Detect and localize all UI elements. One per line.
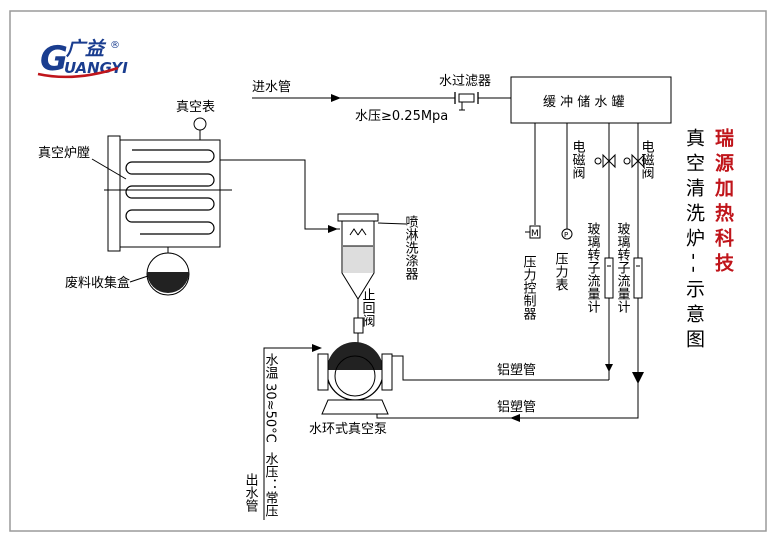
solenoid-valve-2 — [623, 153, 645, 169]
water-filter-label: 水过滤器 — [439, 74, 491, 89]
check-valve-label: 止回阀 — [360, 288, 376, 327]
inlet-arrow — [331, 94, 341, 102]
water-temp-label: 水温 30≈50°C — [263, 353, 279, 443]
solenoid-1-label: 电磁阀 — [570, 140, 586, 179]
flowmeter-2-label: 玻璃转子流量计 — [615, 222, 631, 313]
flowmeter-1-label: 玻璃转子流量计 — [585, 222, 601, 313]
logo-swoosh — [37, 66, 119, 79]
buffer-tank — [510, 76, 672, 124]
diagram-title: 真空清洗炉--示意图 — [683, 128, 705, 354]
water-pressure-label: 水压≥0.25Mpa — [355, 109, 448, 124]
solenoid-valve-1 — [594, 153, 616, 169]
pressure-controller: M — [525, 225, 541, 239]
pump-label: 水环式真空泵 — [309, 422, 387, 437]
company-name: 瑞源加热科技 — [712, 127, 735, 278]
logo-registered: ® — [110, 40, 120, 51]
vacuum-chamber — [104, 135, 232, 252]
outlet-pipe-line — [263, 347, 318, 520]
svg-text:P: P — [564, 231, 568, 239]
al-pipe-1-line — [392, 355, 609, 381]
al-pipe-2-line — [376, 395, 639, 419]
water-filter — [454, 92, 479, 111]
svg-text:M: M — [531, 229, 539, 239]
spray-scrubber — [337, 213, 379, 318]
waste-box-label: 废料收集盒 — [65, 275, 130, 291]
vacuum-line — [220, 159, 340, 230]
flowmeter-1 — [604, 257, 614, 299]
outer-frame — [9, 10, 767, 532]
water-ring-vacuum-pump — [317, 342, 393, 415]
vacuum-gauge-label: 真空表 — [176, 100, 215, 115]
logo-brand-en: UANGYI — [64, 59, 128, 77]
buffer-tank-label: 缓 冲 储 水 罐 — [543, 95, 625, 110]
al-pipe-2-label: 铝塑管 — [497, 400, 536, 415]
vacuum-gauge-icon — [193, 117, 207, 131]
outlet-pipe-label: 出水管 — [243, 473, 259, 513]
solenoid-2-label: 电磁阀 — [639, 140, 655, 179]
vacuum-chamber-leader — [91, 158, 127, 180]
pressure-gauge-symbol — [561, 228, 573, 240]
al-pipe-1-label: 铝塑管 — [497, 363, 536, 378]
pressure-gauge-label: 压力表 — [553, 252, 569, 291]
inlet-pipe-label: 进水管 — [252, 80, 291, 95]
pressure-controller-label: 压力控制器 — [521, 255, 537, 321]
logo-initial: G — [40, 39, 68, 79]
vacuum-chamber-label: 真空炉膛 — [38, 146, 90, 161]
logo-brand-cn: 广益 — [65, 38, 107, 60]
spray-scrubber-label: 喷淋洗涤器 — [403, 215, 419, 281]
water-pressure-normal-label: 水压：常压 — [263, 452, 279, 517]
company-logo: G 广益 ® UANGYI — [37, 38, 128, 79]
flowmeter-2 — [633, 257, 643, 299]
